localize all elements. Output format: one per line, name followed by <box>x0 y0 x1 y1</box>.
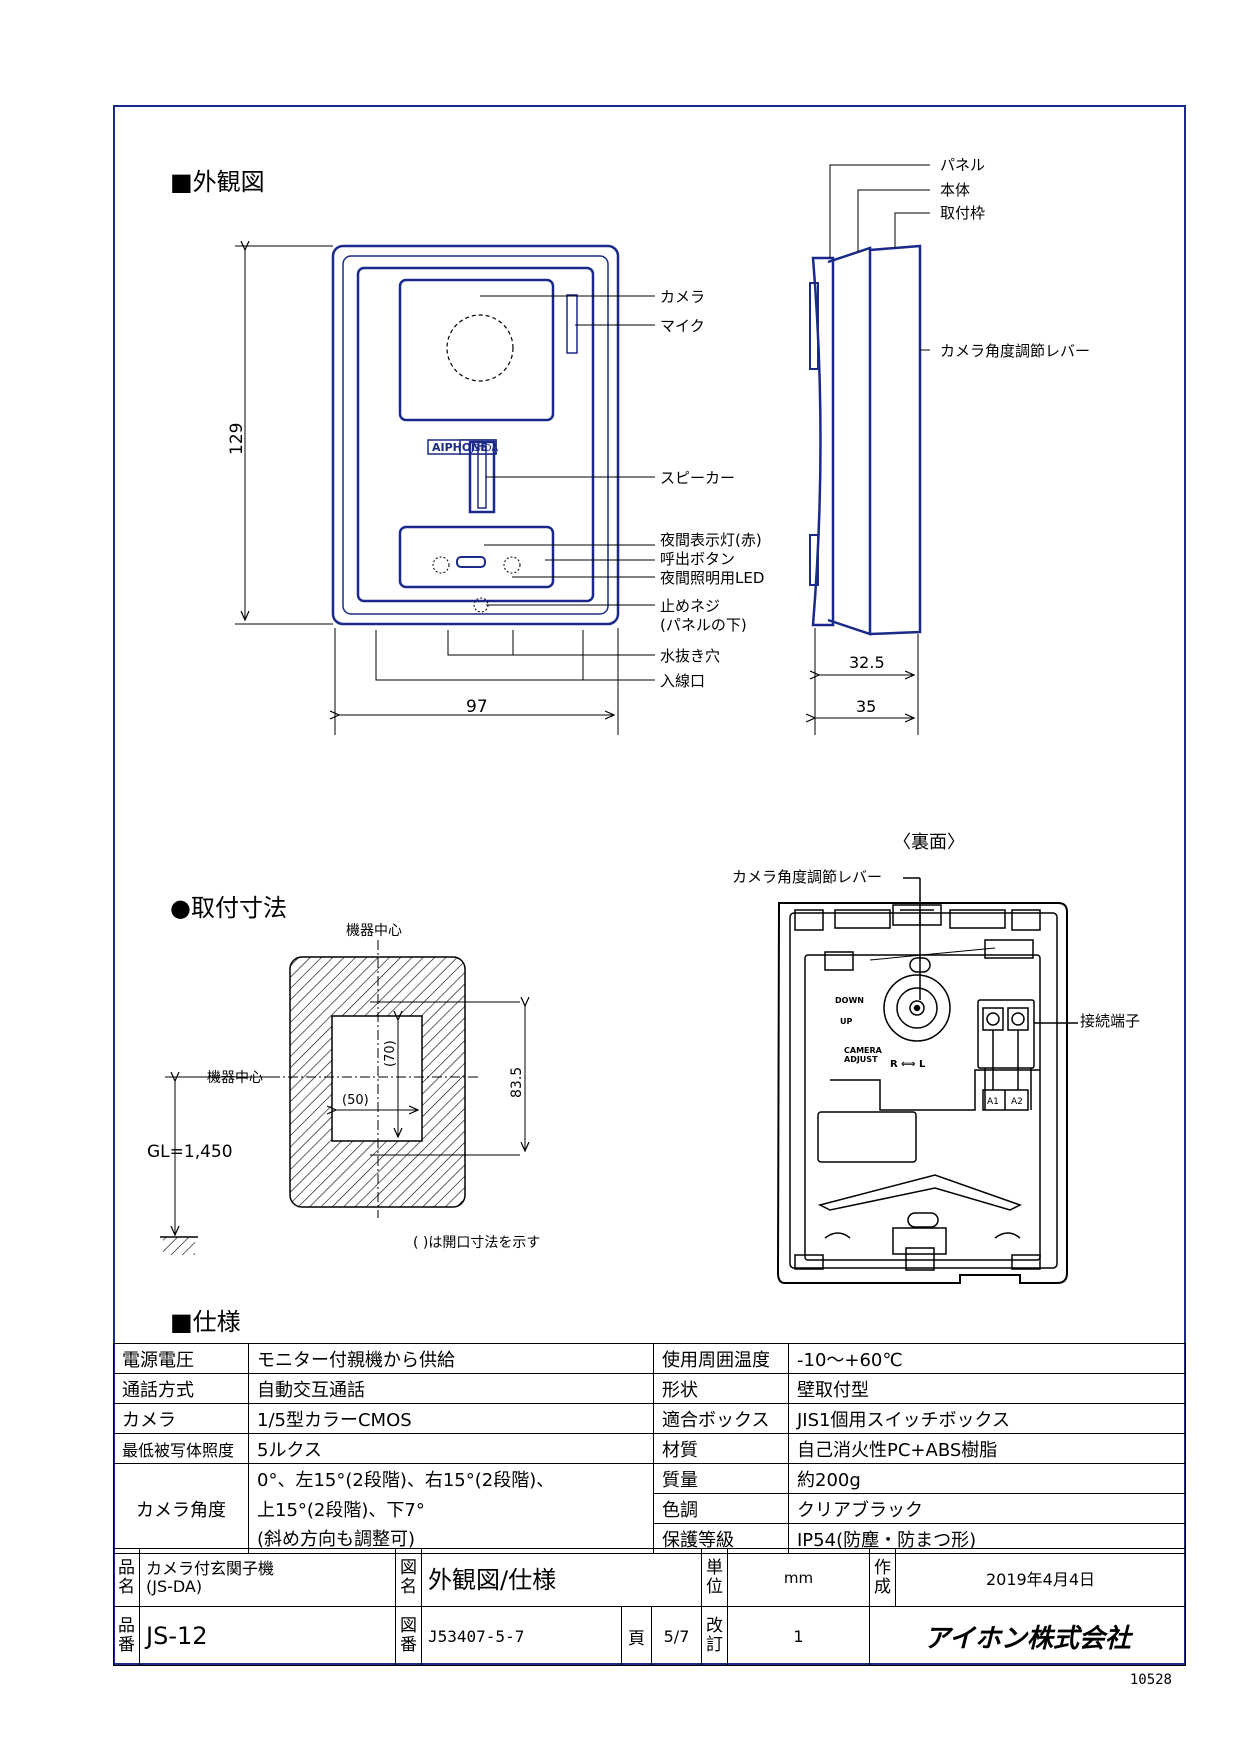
rear-camera-adjust-1: CAMERA <box>844 1046 883 1055</box>
label-screw-note: (パネルの下) <box>660 616 747 634</box>
label-frame: 取付枠 <box>940 204 985 222</box>
model-badge: JS-DA <box>470 443 498 454</box>
spec-key: 形状 <box>653 1373 789 1404</box>
pname-label: 品名 <box>113 1548 140 1607</box>
spec-row: 上15°(2段階)、下7° 色調クリアブラック <box>114 1493 1186 1524</box>
rear-rl-label: R ⟺ L <box>890 1059 926 1070</box>
spec-value: 壁取付型 <box>788 1373 1186 1404</box>
spec-value: 5ルクス <box>248 1433 654 1464</box>
heading-mounting: ●取付寸法 <box>170 894 287 922</box>
dno-label: 図番 <box>395 1606 422 1666</box>
label-speaker: スピーカー <box>660 469 735 487</box>
spec-angle-line: 上15°(2段階)、下7° <box>248 1493 654 1524</box>
heading-spec: ■仕様 <box>170 1308 241 1336</box>
spec-value: 自己消火性PC+ABS樹脂 <box>788 1433 1186 1464</box>
spec-value: クリアブラック <box>788 1493 1186 1524</box>
terminal-a2: A2 <box>1011 1097 1023 1107</box>
drawing-name: 外観図/仕様 <box>421 1548 702 1607</box>
made-label: 作成 <box>869 1548 896 1607</box>
label-rear-lever: カメラ角度調節レバー <box>732 868 882 886</box>
spec-key: カメラ <box>113 1403 249 1434</box>
company-logo: アイホン株式会社 <box>869 1606 1186 1666</box>
dim-depth-outer: 35 <box>856 697 876 716</box>
spec-key-angle: カメラ角度 <box>113 1463 249 1554</box>
spec-key: 適合ボックス <box>653 1403 789 1434</box>
dim-open-w: (50) <box>342 1093 369 1108</box>
front-view <box>331 244 620 626</box>
rev-label: 改訂 <box>701 1606 728 1666</box>
label-lever: カメラ角度調節レバー <box>940 342 1090 360</box>
heading-exterior: ■外観図 <box>170 168 265 196</box>
spec-value: モニター付親機から供給 <box>248 1343 654 1374</box>
spec-value: 1/5型カラーCMOS <box>248 1403 654 1434</box>
spec-value: JIS1個用スイッチボックス <box>788 1403 1186 1434</box>
spec-key: 色調 <box>653 1493 789 1524</box>
camera-outline <box>446 314 514 382</box>
drawing-label: 図名 <box>395 1548 422 1607</box>
label-drain: 水抜き穴 <box>660 647 720 665</box>
dim-height: 129 <box>227 423 247 455</box>
spec-row: 電源電圧モニター付親機から供給 使用周囲温度-10～+60℃ <box>113 1343 1186 1374</box>
spec-key: 通話方式 <box>113 1373 249 1404</box>
spec-value: -10～+60℃ <box>788 1343 1186 1374</box>
spec-key: 質量 <box>653 1463 789 1494</box>
label-camera: カメラ <box>660 288 705 306</box>
spec-value: 自動交互通話 <box>248 1373 654 1404</box>
label-call-button: 呼出ボタン <box>660 550 735 568</box>
mounting-diagram <box>160 940 525 1255</box>
spec-table: 電源電圧モニター付親機から供給 使用周囲温度-10～+60℃ 通話方式自動交互通… <box>113 1343 1186 1554</box>
label-night-lamp: 夜間表示灯(赤) <box>660 531 762 549</box>
label-panel: パネル <box>940 156 985 174</box>
heading-rear: 〈裏面〉 <box>893 832 965 853</box>
technical-drawings: AIPHONE JS-DA カメラ マイク スピーカー 夜間表示灯(赤) 呼出ボ… <box>147 156 1140 1284</box>
pno-value: JS-12 <box>139 1606 396 1666</box>
spec-angle-line: 0°、左15°(2段階)、右15°(2段階)、 <box>248 1463 654 1494</box>
unit-value: mm <box>727 1548 870 1607</box>
spec-row: 通話方式自動交互通話 形状壁取付型 <box>113 1373 1186 1404</box>
rev-value: 1 <box>727 1606 870 1666</box>
dim-gl: GL=1,450 <box>147 1142 233 1162</box>
pname-2: (JS-DA) <box>146 1576 203 1596</box>
pno-label: 品番 <box>113 1606 140 1666</box>
mount-note: ( )は開口寸法を示す <box>413 1235 540 1251</box>
rear-view <box>776 877 1078 1284</box>
unit-label: 単位 <box>701 1548 728 1607</box>
spec-key: 最低被写体照度 <box>113 1433 249 1464</box>
dim-depth-inner: 32.5 <box>849 653 885 672</box>
label-screw: 止めネジ <box>660 597 720 615</box>
spec-row: カメラ角度 0°、左15°(2段階)、右15°(2段階)、 質量約200g <box>113 1463 1186 1554</box>
spec-value: 約200g <box>788 1463 1186 1494</box>
label-cable-inlet: 入線口 <box>660 672 705 690</box>
made-date: 2019年4月4日 <box>895 1548 1186 1607</box>
page-label: 頁 <box>621 1606 652 1666</box>
dno-value: J53407-5-7 <box>421 1606 622 1666</box>
dim-open-h: (70) <box>383 1040 398 1067</box>
pname-1: カメラ付玄関子機 <box>146 1558 275 1578</box>
side-view <box>809 244 922 636</box>
label-center-left: 機器中心 <box>207 1070 263 1086</box>
label-mic: マイク <box>660 317 705 335</box>
title-block: 品名 カメラ付玄関子機(JS-DA) 図名 外観図/仕様 単位 mm 作成 20… <box>113 1548 1186 1666</box>
terminal-a1: A1 <box>987 1097 999 1107</box>
rear-up-label: UP <box>840 1017 852 1026</box>
dim-width: 97 <box>466 697 488 717</box>
spec-key: 使用周囲温度 <box>653 1343 789 1374</box>
label-night-led: 夜間照明用LED <box>660 569 764 587</box>
label-terminal: 接続端子 <box>1080 1012 1140 1030</box>
spec-key: 材質 <box>653 1433 789 1464</box>
logo-text: AIPHONE <box>432 441 488 454</box>
dim-pitch: 83.5 <box>509 1067 525 1098</box>
rear-camera-adjust-2: ADJUST <box>844 1055 878 1064</box>
label-body: 本体 <box>940 181 970 199</box>
label-center-top: 機器中心 <box>346 923 402 939</box>
rear-down-label: DOWN <box>835 996 864 1005</box>
page-value: 5/7 <box>651 1606 702 1666</box>
spec-key: 電源電圧 <box>113 1343 249 1374</box>
doc-code: 10528 <box>1129 1672 1172 1688</box>
